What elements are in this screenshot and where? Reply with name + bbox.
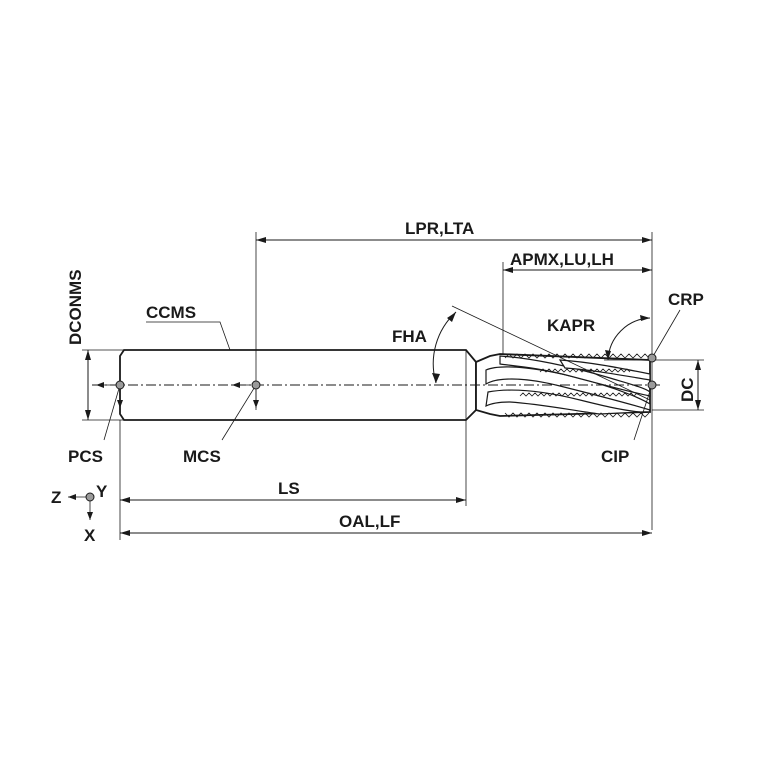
leader-lines xyxy=(103,309,681,441)
label-kapr: KAPR xyxy=(547,316,595,335)
label-dconms: DCONMS xyxy=(66,269,85,345)
axis-icon xyxy=(68,492,95,520)
label-pcs: PCS xyxy=(68,447,103,466)
fha-angle xyxy=(432,305,651,401)
crp-point xyxy=(647,353,657,363)
ls-dimension xyxy=(119,420,467,540)
label-mcs: MCS xyxy=(183,447,221,466)
label-ccms: CCMS xyxy=(146,303,196,322)
pcs-point xyxy=(115,380,125,390)
label-ls: LS xyxy=(278,479,300,498)
dconms-dimension xyxy=(82,349,124,421)
oal-dimension xyxy=(120,530,652,536)
label-axis-z: Z xyxy=(51,488,61,507)
apmx-dimension xyxy=(502,262,652,354)
pcs-arrows xyxy=(96,382,123,408)
label-fha: FHA xyxy=(392,327,427,346)
label-lpr-lta: LPR,LTA xyxy=(405,219,474,238)
label-dc: DC xyxy=(678,377,697,402)
kapr-angle xyxy=(604,315,652,361)
label-oal-lf: OAL,LF xyxy=(339,512,400,531)
label-axis-x: X xyxy=(84,526,96,545)
mcs-point xyxy=(251,380,261,390)
label-crp: CRP xyxy=(668,290,704,309)
dc-dimension xyxy=(652,359,704,411)
label-axis-y: Y xyxy=(96,482,108,501)
cip-point xyxy=(647,380,657,390)
label-apmx: APMX,LU,LH xyxy=(510,250,614,269)
label-cip: CIP xyxy=(601,447,629,466)
mcs-arrows xyxy=(232,382,259,408)
